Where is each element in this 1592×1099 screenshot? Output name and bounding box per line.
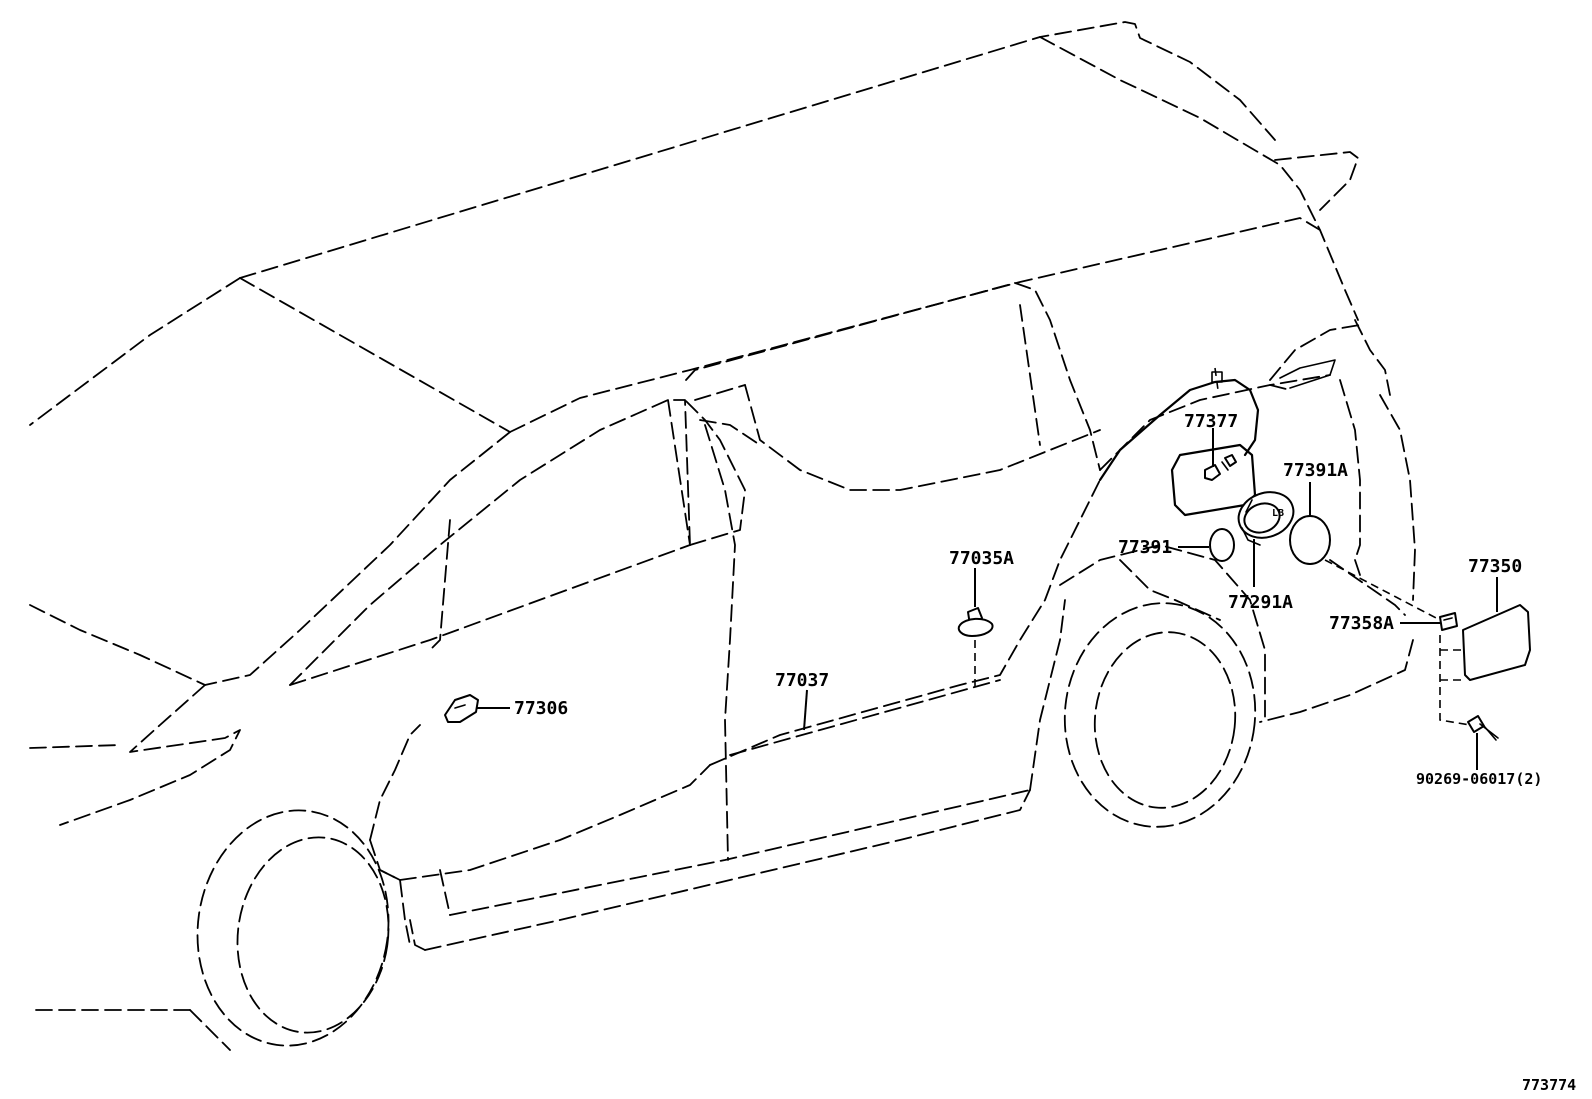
leader-lines	[477, 428, 1498, 770]
label-77391A: 77391A	[1283, 460, 1348, 481]
part-90269-glyph	[1467, 715, 1499, 741]
exploded-view-lines	[1324, 559, 1471, 726]
label-77377: 77377	[1184, 411, 1238, 432]
part-77291A-glyph: LB	[1237, 491, 1295, 546]
label-77306: 77306	[514, 698, 568, 719]
svg-text:LB: LB	[1272, 508, 1284, 519]
part-77377-glyph	[1204, 454, 1237, 481]
part-labels: 77377 77391A 77391 77035A 77350 77291A 7…	[514, 411, 1576, 1094]
part-77306-glyph	[444, 694, 479, 723]
label-77391: 77391	[1118, 537, 1172, 558]
label-77035A: 77035A	[949, 548, 1014, 569]
label-77291A: 77291A	[1228, 592, 1293, 613]
label-90269-06017: 90269-06017(2)	[1416, 770, 1542, 788]
figure-reference-number: 773774	[1522, 1076, 1576, 1094]
part-77391A-glyph	[1289, 515, 1331, 565]
label-77358A: 77358A	[1329, 613, 1394, 634]
vehicle-outline	[29, 21, 1416, 1051]
fuel-opening	[1098, 359, 1336, 517]
part-77035A-glyph	[957, 607, 994, 690]
part-77358A-glyph	[1439, 612, 1458, 631]
part-77350-glyph	[1462, 604, 1531, 681]
part-77391-glyph	[1209, 528, 1235, 562]
label-77037: 77037	[775, 670, 829, 691]
label-77350: 77350	[1468, 556, 1522, 577]
